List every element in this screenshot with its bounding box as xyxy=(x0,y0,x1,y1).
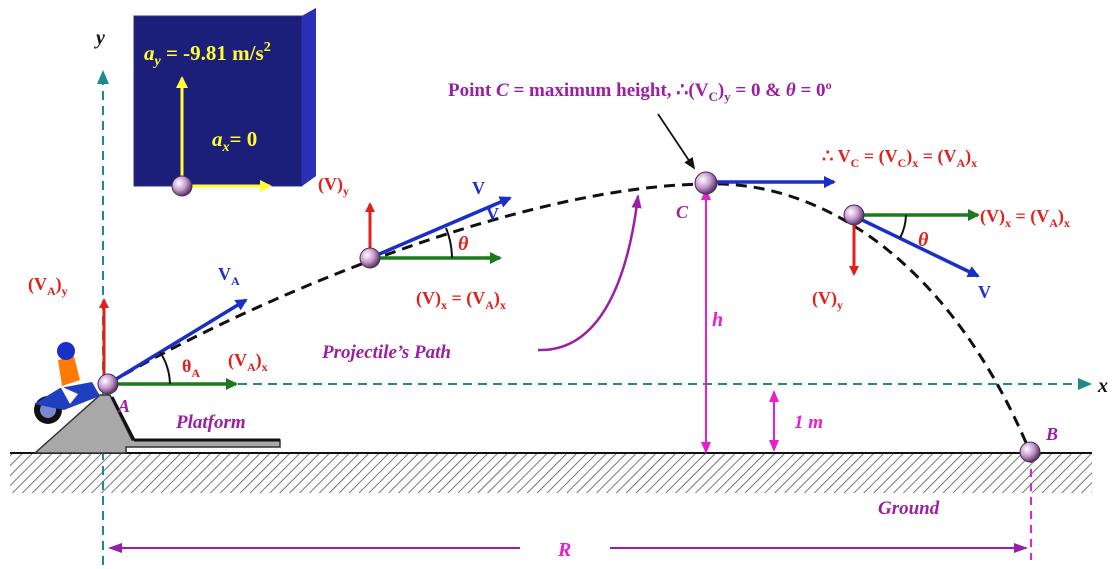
ground-label: Ground xyxy=(878,498,940,519)
ball-b xyxy=(1019,441,1041,463)
v-left-arrow xyxy=(369,196,512,260)
ball-a xyxy=(97,373,119,395)
point-c-note: Point C = maximum height, ∴(VC)y = 0 & θ… xyxy=(448,80,832,104)
theta-a-label: θA xyxy=(182,356,200,380)
x-axis-label: x xyxy=(1097,375,1108,397)
v-right-label: V xyxy=(978,282,991,302)
vc-equation: ∴ VC = (VC)x = (VA)x xyxy=(822,146,977,170)
y-axis-label: y xyxy=(94,27,105,49)
va-arrow xyxy=(107,298,248,386)
va-y-label: (VA)y xyxy=(28,274,68,298)
trajectory xyxy=(107,182,1032,453)
ay-exp: 2 xyxy=(264,40,271,55)
ax-label: a xyxy=(212,127,223,151)
vy-right-label: (V)y xyxy=(812,288,843,312)
svg-text:ax= 0: ax= 0 xyxy=(212,127,257,155)
ax-sub: x xyxy=(222,140,230,155)
theta-right-label: θ xyxy=(918,229,929,251)
point-b-label: B xyxy=(1045,424,1058,444)
h-label: h xyxy=(712,309,723,331)
projectile-path-label: Projectile’s Path xyxy=(321,342,451,363)
ax-value: = 0 xyxy=(230,127,258,151)
point-a-label: A xyxy=(117,396,130,416)
note-pointer-arrow xyxy=(657,113,696,170)
vx-right-label: (V)x = (VA)x xyxy=(980,206,1070,230)
platform-label: Platform xyxy=(175,412,246,433)
svg-text:ay = -9.81 m/s2: ay = -9.81 m/s2 xyxy=(144,40,271,69)
ay-label: a xyxy=(144,41,155,65)
ball-c xyxy=(694,171,718,195)
path-pointer-arrow xyxy=(537,194,642,352)
motorcycle-rider-icon xyxy=(34,342,100,424)
va-x-label: (VA)x xyxy=(228,350,268,374)
vx-left-label: (V)x = (VA)x xyxy=(416,288,506,312)
one-meter-label: 1 m xyxy=(794,412,823,433)
range-label: R xyxy=(557,539,571,561)
ball-left xyxy=(359,247,381,269)
v-right-arrow xyxy=(857,216,980,278)
point-c-label: C xyxy=(676,202,689,222)
ball-right xyxy=(843,204,865,226)
vy-left-label: (V)y xyxy=(318,174,349,198)
acceleration-inset: ay = -9.81 m/s2 ax= 0 xyxy=(133,8,316,197)
ay-sub: y xyxy=(153,54,162,69)
v-left-label-2: V xyxy=(486,204,499,224)
v-left-label: V xyxy=(472,178,485,198)
theta-a-arc xyxy=(159,351,171,385)
ay-value: = -9.81 m/s xyxy=(161,41,264,65)
theta-left-label: θ xyxy=(458,233,469,255)
ground xyxy=(10,452,1092,493)
theta-right-arc xyxy=(899,214,907,239)
theta-left-arc xyxy=(445,227,453,259)
va-label: VA xyxy=(218,264,240,288)
platform xyxy=(33,394,281,454)
